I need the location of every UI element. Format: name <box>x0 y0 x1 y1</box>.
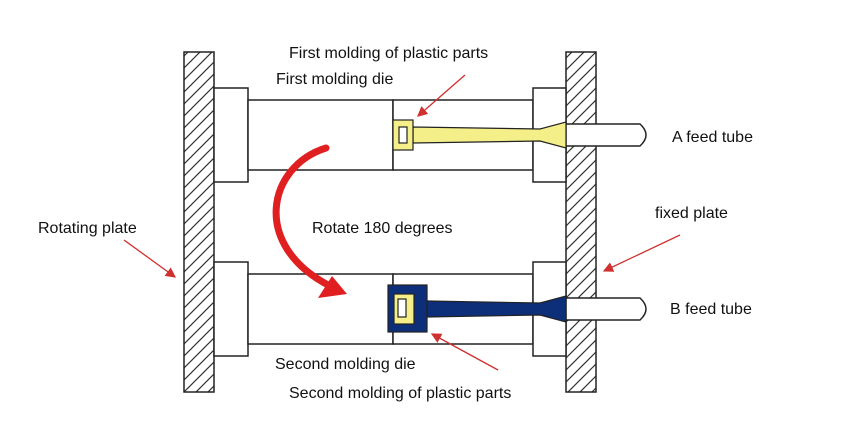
label-first-die: First molding die <box>276 71 393 88</box>
a-feed-tube <box>565 123 647 147</box>
rotate-arrow <box>272 144 334 290</box>
label-second-die: Second molding die <box>275 356 416 373</box>
rotate-arrowhead <box>318 276 347 298</box>
label-a-feed-tube: A feed tube <box>672 129 753 146</box>
leader-fixed-plate <box>602 234 681 272</box>
label-rotating-plate: Rotating plate <box>38 220 137 237</box>
second-molding-part <box>387 284 567 333</box>
b-feed-tube <box>565 297 647 321</box>
label-first-part: First molding of plastic parts <box>289 45 488 62</box>
first-molding-part <box>392 119 567 151</box>
label-rotate: Rotate 180 degrees <box>312 220 453 237</box>
leader-second-part <box>430 333 499 371</box>
fixed-plate <box>565 51 597 393</box>
label-fixed-plate: fixed plate <box>655 205 728 222</box>
label-b-feed-tube: B feed tube <box>670 301 752 318</box>
leader-first-part <box>417 74 466 117</box>
label-second-part: Second molding of plastic parts <box>289 385 511 402</box>
rotating-plate <box>183 51 215 393</box>
leader-rotating-plate <box>123 239 177 278</box>
